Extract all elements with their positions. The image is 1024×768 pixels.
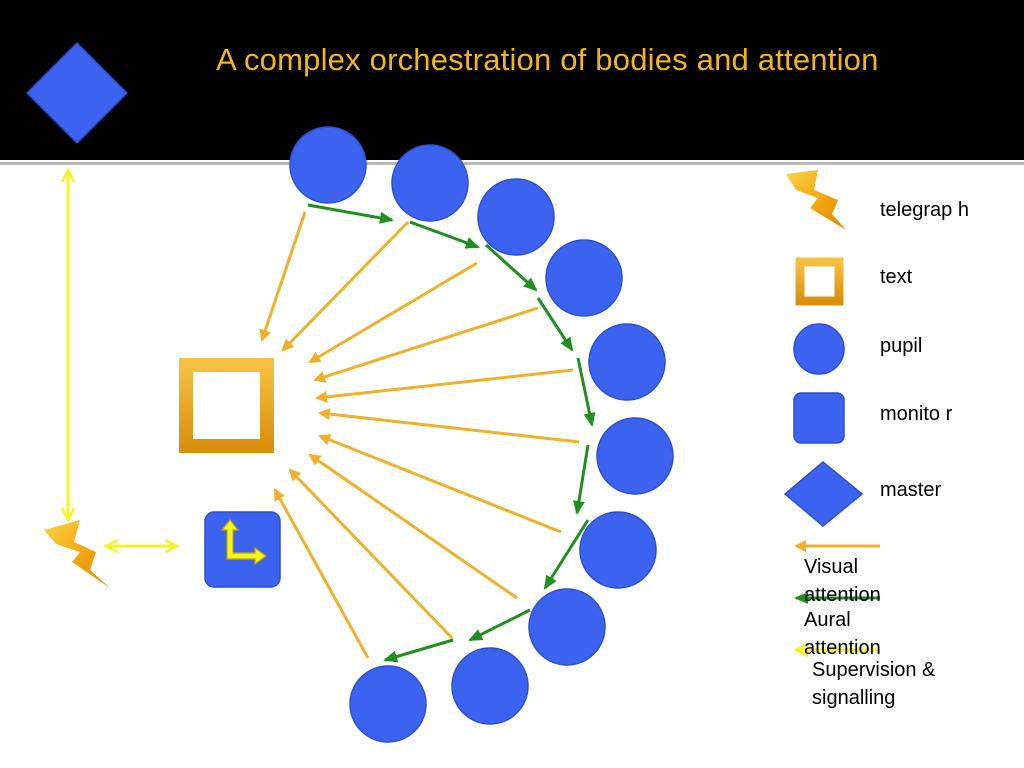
legend-label-monitor: monito r [880, 403, 953, 425]
telegraph-lightning-icon [44, 520, 110, 588]
aural-attention-arrows [307, 203, 596, 663]
legend-pupil-icon [793, 323, 845, 375]
pupil-icon-6 [596, 417, 674, 495]
legend-label-telegraph: telegrap h [880, 199, 969, 221]
text-square-icon [179, 358, 274, 453]
pupil-icon-5 [588, 323, 666, 401]
pupil-icon-7 [579, 511, 657, 589]
legend-label-visual-attention: Visual attention [804, 556, 881, 606]
pupil-icon-1 [289, 126, 367, 204]
legend-label-master: master [880, 479, 942, 501]
pupil-icon-2 [391, 144, 469, 222]
master-diamond-icon [25, 41, 129, 145]
header-bar [0, 0, 1024, 160]
monitor-icon [204, 511, 281, 588]
visual-attention-arrows [259, 211, 580, 659]
legend-text-square-icon [795, 257, 844, 306]
pupil-icon-8 [528, 588, 606, 666]
legend-label-aural-attention: Aural attention [804, 609, 881, 659]
legend-label-pupil: pupil [880, 335, 923, 357]
pupil-icon-9 [451, 647, 529, 725]
slide-title: A complex orchestration of bodies and at… [216, 42, 879, 77]
pupil-circles [289, 126, 674, 743]
legend-master-diamond-icon [783, 461, 864, 527]
legend-telegraph-icon [786, 170, 846, 230]
legend-label-text: text [880, 266, 913, 288]
header-divider [0, 162, 1024, 165]
pupil-icon-10 [349, 665, 427, 743]
pupil-icon-4 [545, 239, 623, 317]
pupil-icon-3 [477, 178, 555, 256]
legend-label-supervision: Supervision & signalling [812, 659, 936, 709]
legend-monitor-icon [793, 392, 845, 444]
